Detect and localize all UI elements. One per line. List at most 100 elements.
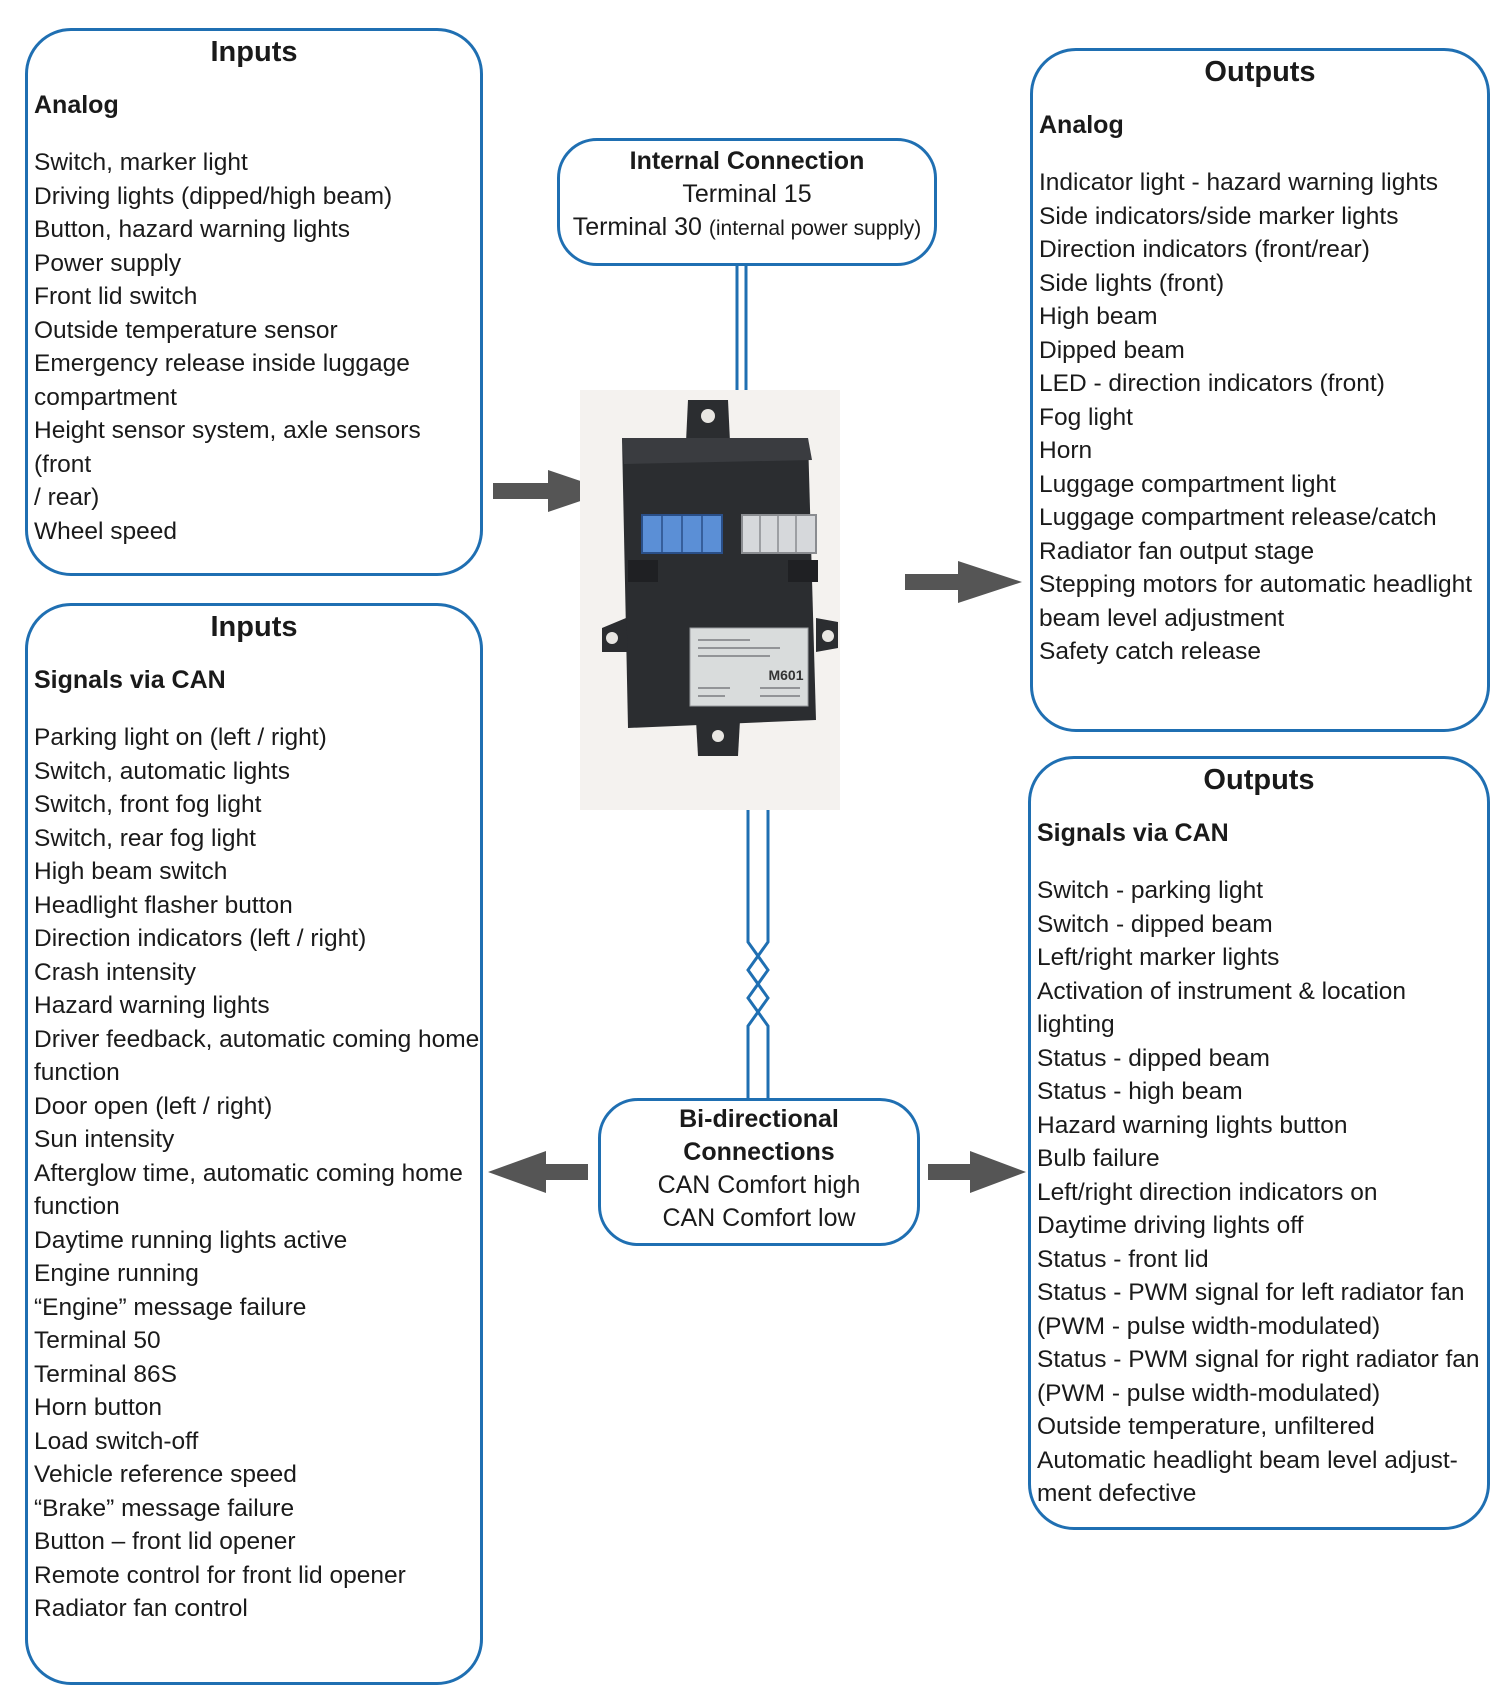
list-item: Driving lights (dipped/high beam)	[34, 182, 393, 210]
list-item: Outside temperature, unfiltered	[1037, 1413, 1375, 1440]
box-title: Inputs	[210, 611, 298, 643]
outputs-can-box: Outputs Signals via CAN Switch - parking…	[1028, 756, 1490, 1530]
list-item: Switch, marker light	[34, 149, 248, 176]
module-label: M601	[768, 667, 803, 683]
list-item: Status - front lid	[1037, 1245, 1209, 1273]
internal-connection-box: Internal Connection Terminal 15 Terminal…	[557, 138, 937, 266]
list-item: LED - direction indicators (front)	[1039, 370, 1385, 397]
list-item: Terminal 86S	[34, 1360, 177, 1388]
list-item: Parking light on (left / right)	[34, 724, 327, 751]
list-item: Headlight flasher button	[34, 891, 293, 919]
list-item: Stepping motors for automatic headlight	[1039, 571, 1473, 598]
list-item: compartment	[34, 383, 177, 411]
terminal-30-note: (internal power supply)	[708, 217, 922, 240]
terminal-30-label: Terminal 30	[572, 213, 702, 241]
bidirectional-title-1: Bi-directional	[679, 1105, 839, 1133]
list-item: ment defective	[1037, 1480, 1197, 1507]
list-item: High beam switch	[34, 858, 228, 885]
list-item: Fog light	[1039, 403, 1133, 431]
list-item: Emergency release inside luggage	[34, 350, 410, 377]
can-comfort-high-label: CAN Comfort high	[657, 1171, 861, 1199]
inputs-can-box: Inputs Signals via CAN Parking light on …	[25, 603, 483, 1685]
list-item: Button, hazard warning lights	[34, 216, 350, 243]
list-item: Side indicators/side marker lights	[1039, 202, 1399, 230]
box-title: Outputs	[1203, 764, 1315, 796]
box-title: Outputs	[1204, 56, 1316, 88]
list-item: Left/right marker lights	[1037, 944, 1280, 971]
list-item: Driver feedback, automatic coming home	[34, 1025, 480, 1053]
list-item: Automatic headlight beam level adjust-	[1037, 1446, 1458, 1474]
list-item: Outside temperature sensor	[34, 316, 338, 344]
list-item: Horn	[1039, 437, 1093, 464]
list-item: Height sensor system, axle sensors (fron…	[34, 417, 421, 478]
list-item: Luggage compartment release/catch	[1039, 504, 1437, 531]
list-item: beam level adjustment	[1039, 604, 1285, 632]
can-wire-low	[746, 805, 770, 1098]
box-subtitle: Signals via CAN	[1037, 819, 1229, 847]
list-item: Remote control for front lid opener	[34, 1561, 406, 1589]
internal-connection-title: Internal Connection	[629, 147, 865, 175]
list-item: Radiator fan output stage	[1039, 537, 1315, 565]
list-item: Switch, front fog light	[34, 791, 262, 818]
list-item: Sun intensity	[34, 1126, 175, 1153]
list-item: High beam	[1039, 303, 1158, 330]
box-subtitle: Analog	[1039, 111, 1124, 139]
list-item: Hazard warning lights	[34, 992, 270, 1019]
list-item: (PWM - pulse width-modulated)	[1037, 1379, 1381, 1407]
list-item: function	[34, 1193, 120, 1220]
list-item: Status - dipped beam	[1037, 1044, 1270, 1072]
item-list: Parking light on (left / right)Switch, a…	[34, 721, 480, 1626]
list-item: Switch, rear fog light	[34, 824, 256, 852]
list-item: Luggage compartment light	[1039, 470, 1336, 498]
list-item: Wheel speed	[34, 517, 178, 545]
list-item: Indicator light - hazard warning lights	[1039, 169, 1439, 196]
outputs-analog-box: Outputs Analog Indicator light - hazard …	[1030, 48, 1490, 732]
list-item: Switch - parking light	[1037, 877, 1264, 904]
list-item: Side lights (front)	[1039, 269, 1225, 297]
list-item: “Engine” message failure	[34, 1293, 307, 1321]
list-item: Activation of instrument & location ligh…	[1037, 977, 1407, 1039]
list-item: “Brake” message failure	[34, 1494, 295, 1522]
list-item: Safety catch release	[1039, 638, 1261, 665]
list-item: Status - PWM signal for right radiator f…	[1037, 1346, 1480, 1373]
list-item: Daytime driving lights off	[1037, 1212, 1304, 1239]
bidirectional-box: Bi-directional Connections CAN Comfort h…	[598, 1098, 920, 1246]
list-item: Status - PWM signal for left radiator fa…	[1037, 1279, 1465, 1306]
can-wire-high	[746, 805, 770, 1098]
list-item: Left/right direction indicators on	[1037, 1178, 1378, 1206]
list-item: Switch - dipped beam	[1037, 910, 1273, 938]
arrow-outputs-analog	[905, 561, 1022, 603]
list-item: Vehicle reference speed	[34, 1461, 297, 1488]
arrow-inputs-analog	[493, 470, 610, 512]
list-item: Engine running	[34, 1260, 199, 1287]
list-item: Afterglow time, automatic coming home	[34, 1159, 463, 1187]
list-item: Crash intensity	[34, 958, 197, 986]
box-title: Inputs	[210, 36, 298, 68]
list-item: Daytime running lights active	[34, 1226, 348, 1254]
terminal-15-label: Terminal 15	[682, 180, 812, 208]
module-label-sticker	[689, 627, 809, 707]
list-item: Dipped beam	[1039, 336, 1185, 364]
list-item: Power supply	[34, 249, 182, 277]
list-item: Status - high beam	[1037, 1078, 1243, 1105]
list-item: Terminal 50	[34, 1327, 161, 1354]
list-item: Load switch-off	[34, 1427, 199, 1455]
box-subtitle: Signals via CAN	[34, 666, 226, 694]
box-subtitle: Analog	[34, 91, 119, 119]
list-item: Button – front lid opener	[34, 1528, 296, 1555]
terminal-30-row: Terminal 30 (internal power supply)	[560, 211, 934, 245]
list-item: Door open (left / right)	[34, 1092, 273, 1120]
control-module-image: M601	[580, 390, 840, 810]
arrow-outputs-can	[928, 1151, 1026, 1193]
list-item: function	[34, 1059, 120, 1086]
list-item: Horn button	[34, 1394, 163, 1421]
list-item: Hazard warning lights button	[1037, 1111, 1348, 1139]
can-comfort-low-label: CAN Comfort low	[662, 1204, 856, 1232]
list-item: / rear)	[34, 484, 100, 511]
bidirectional-title-2: Connections	[683, 1138, 835, 1166]
